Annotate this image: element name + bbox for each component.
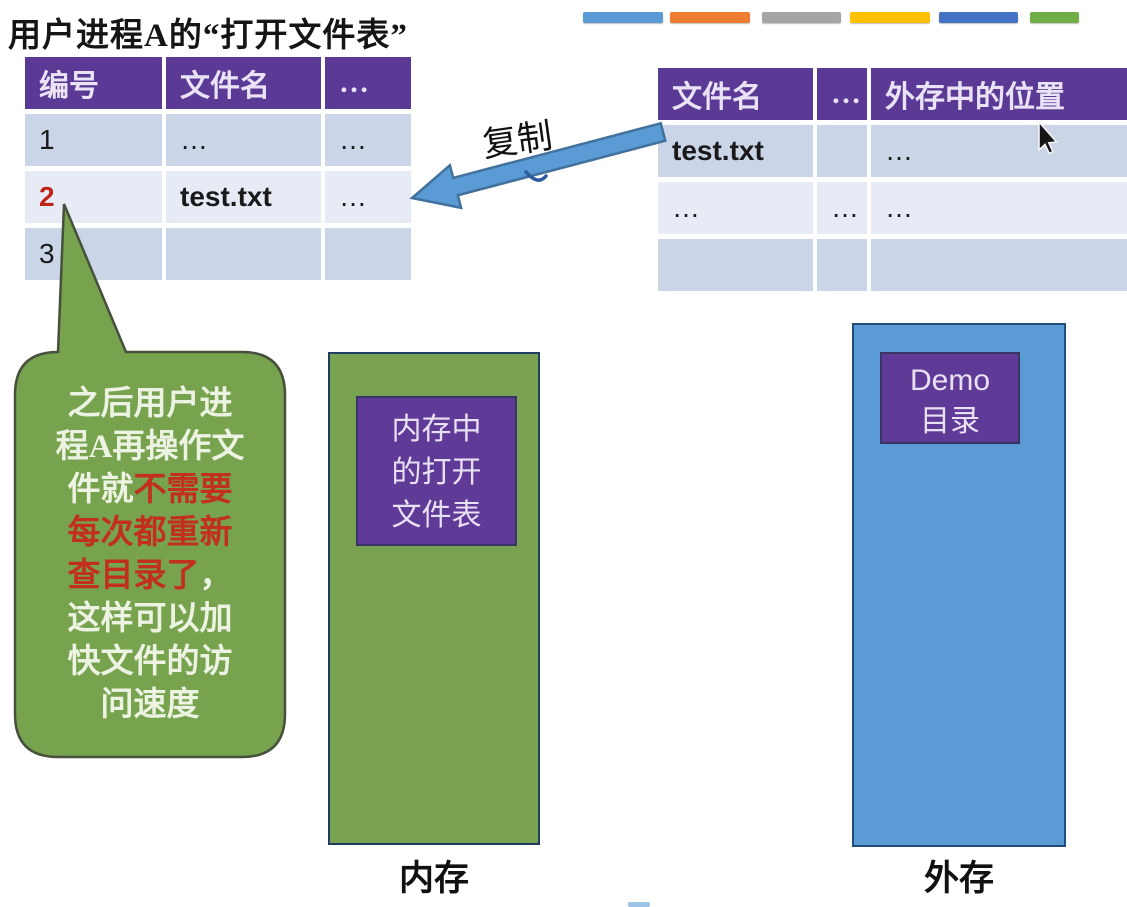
storage-caption: 外存 xyxy=(923,859,994,898)
cell-filename: … xyxy=(166,114,321,166)
cell-more: … xyxy=(325,114,411,166)
label-line: 的打开 xyxy=(391,456,482,489)
table-row: test.txt … xyxy=(658,125,1127,177)
cell-location: … xyxy=(871,182,1127,234)
cell-more xyxy=(817,239,867,291)
callout-line: 程A再操作文 xyxy=(55,429,245,465)
demo-directory-label: Demo 目录 xyxy=(880,352,1020,444)
cell-filename: test.txt xyxy=(166,171,321,223)
small-curve-mark xyxy=(524,170,548,182)
table-header-row: 编号 文件名 … xyxy=(25,57,411,109)
legend-bar-darkblue xyxy=(939,12,1018,23)
column-header: … xyxy=(817,68,867,120)
cell-more: … xyxy=(325,171,411,223)
column-header: 文件名 xyxy=(166,57,321,109)
cell-more: … xyxy=(817,182,867,234)
callout-line: 之后用户进 xyxy=(67,386,233,422)
table-row: … … … xyxy=(658,182,1127,234)
column-header: … xyxy=(325,57,411,109)
cell-filename: … xyxy=(658,182,813,234)
table-header-row: 文件名 … 外存中的位置 xyxy=(658,68,1127,120)
cell-location: … xyxy=(871,125,1127,177)
cell-location xyxy=(871,239,1127,291)
copy-arrow-label: 复制 xyxy=(480,116,555,165)
memory-open-file-table-label: 内存中 的打开 文件表 xyxy=(356,396,517,546)
cell-more xyxy=(817,125,867,177)
bottom-edge-shape xyxy=(628,902,650,907)
callout-line: 问速度 xyxy=(100,687,200,723)
table-row: 3 xyxy=(25,228,411,280)
label-line: 文件表 xyxy=(391,499,482,532)
external-storage-rectangle: Demo 目录 xyxy=(852,323,1066,847)
callout-line: 每次都重新 xyxy=(67,515,233,551)
callout-line: 查目录了， xyxy=(67,558,233,594)
legend-bar-yellow xyxy=(850,12,930,23)
label-line: Demo xyxy=(909,364,991,397)
page-title: 用户进程A的“打开文件表” xyxy=(8,18,408,54)
cell-more xyxy=(325,228,411,280)
label-line: 目录 xyxy=(920,405,980,438)
legend-bar-green xyxy=(1030,12,1079,23)
cell-number-highlighted: 2 xyxy=(25,171,162,223)
cell-filename xyxy=(166,228,321,280)
open-file-table: 编号 文件名 … 1 … … 2 test.txt … 3 xyxy=(25,57,411,280)
legend-bar-gray xyxy=(762,12,841,23)
table-row: 1 … … xyxy=(25,114,411,166)
callout-line: 件就不需要 xyxy=(67,472,233,508)
memory-caption: 内存 xyxy=(398,859,469,898)
callout-text: 之后用户进 程A再操作文 件就不需要 每次都重新 查目录了， 这样可以加 快文件… xyxy=(20,383,280,727)
cell-number: 1 xyxy=(25,114,162,166)
callout-line: 这样可以加 xyxy=(67,601,233,637)
column-header: 文件名 xyxy=(658,68,813,120)
column-header: 编号 xyxy=(25,57,162,109)
cell-filename xyxy=(658,239,813,291)
directory-table: 文件名 … 外存中的位置 test.txt … … … … xyxy=(658,68,1127,291)
label-line: 内存中 xyxy=(391,413,482,446)
memory-rectangle: 内存中 的打开 文件表 xyxy=(328,352,540,845)
cell-filename: test.txt xyxy=(658,125,813,177)
cell-number: 3 xyxy=(25,228,162,280)
table-row: 2 test.txt … xyxy=(25,171,411,223)
column-header: 外存中的位置 xyxy=(871,68,1127,120)
legend-bar-blue xyxy=(583,12,663,23)
callout-line: 快文件的访 xyxy=(67,644,233,680)
table-row xyxy=(658,239,1127,291)
legend-bar-orange xyxy=(670,12,750,23)
